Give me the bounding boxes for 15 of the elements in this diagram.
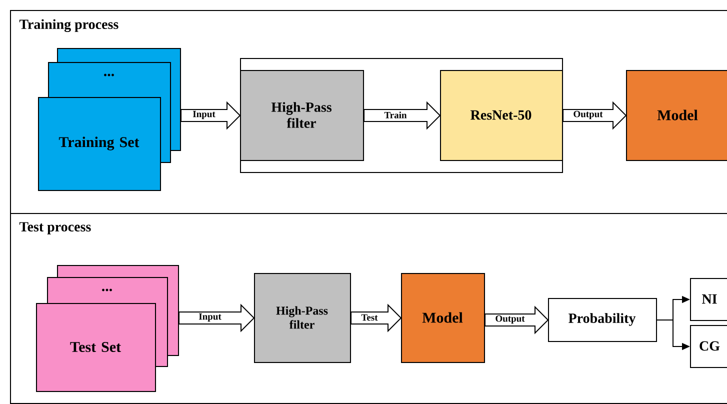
model-box: Model: [401, 273, 485, 363]
data-set-box: Test Set: [36, 303, 156, 392]
edge-label: Output: [572, 110, 604, 120]
data-set-box: Training Set: [38, 97, 161, 191]
filter-box: High-Pass filter: [254, 273, 351, 363]
output-box: Probability: [548, 298, 657, 342]
edge-label: Input: [192, 110, 216, 120]
network-box: ResNet-50: [440, 70, 563, 161]
model-box: Model: [626, 70, 727, 161]
filter-box: High-Pass filter: [240, 70, 364, 161]
edge-label: Input: [198, 313, 222, 322]
class-box: CG: [690, 325, 727, 368]
class-box: NI: [690, 278, 727, 321]
edge-label: Test: [360, 314, 378, 321]
edge-label: Output: [494, 315, 526, 324]
